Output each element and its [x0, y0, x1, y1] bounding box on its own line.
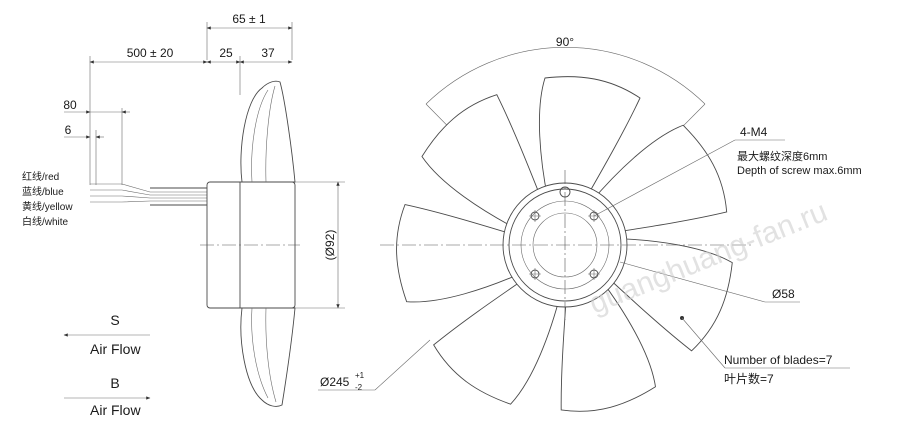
blades-count-cn: 叶片数=7 [724, 371, 774, 386]
blade-1 [538, 76, 641, 201]
airflow-s-label: Air Flow [90, 341, 141, 357]
side-view: 65 ± 1 500 ± 20 25 37 80 6 红线/red 蓝线/blu… [22, 12, 345, 407]
blade-7 [421, 94, 543, 231]
screw-depth-en: Depth of screw max.6mm [737, 165, 862, 177]
outer-dia-tol-minus: -2 [355, 383, 363, 392]
dim-a: 25 [219, 46, 233, 60]
wire-label-blue: 蓝线/blue [22, 185, 64, 198]
outer-dia-tol-plus: +1 [355, 371, 365, 380]
wire-label-red: 红线/red [22, 170, 59, 183]
angle-label: 90° [556, 35, 574, 49]
airflow-s: S Air Flow [63, 312, 150, 357]
front-view: 90° [318, 35, 862, 412]
outer-dia: Ø245 [320, 375, 350, 389]
blade-profile-top [240, 80, 296, 183]
blade-6 [396, 204, 526, 303]
wire-label-white: 白线/white [22, 215, 69, 228]
angle-arc [425, 47, 706, 105]
wire-label-yellow: 黄线/yellow [22, 200, 73, 213]
dim-dia: (Ø92) [323, 230, 337, 261]
airflow-s-letter: S [110, 312, 119, 328]
dim-6: 6 [65, 123, 72, 137]
airflow-b: B Air Flow [64, 375, 151, 418]
blade-4 [560, 277, 656, 412]
airflow-b-label: Air Flow [90, 402, 141, 418]
dim-b: 37 [261, 46, 275, 60]
hub-dia: Ø58 [772, 287, 795, 301]
airflow-b-letter: B [110, 375, 119, 391]
blade-2 [589, 124, 728, 234]
cable [90, 183, 207, 206]
dim-cable: 500 ± 20 [127, 46, 174, 60]
screw-spec: 4-M4 [740, 125, 768, 139]
dim-80: 80 [63, 98, 77, 112]
blade-5 [433, 276, 562, 405]
blades-count-en: Number of blades=7 [724, 353, 833, 367]
dim-total: 65 ± 1 [232, 12, 266, 26]
blade-profile-bottom [240, 307, 296, 407]
screw-depth-cn: 最大螺纹深度6mm [737, 149, 827, 163]
